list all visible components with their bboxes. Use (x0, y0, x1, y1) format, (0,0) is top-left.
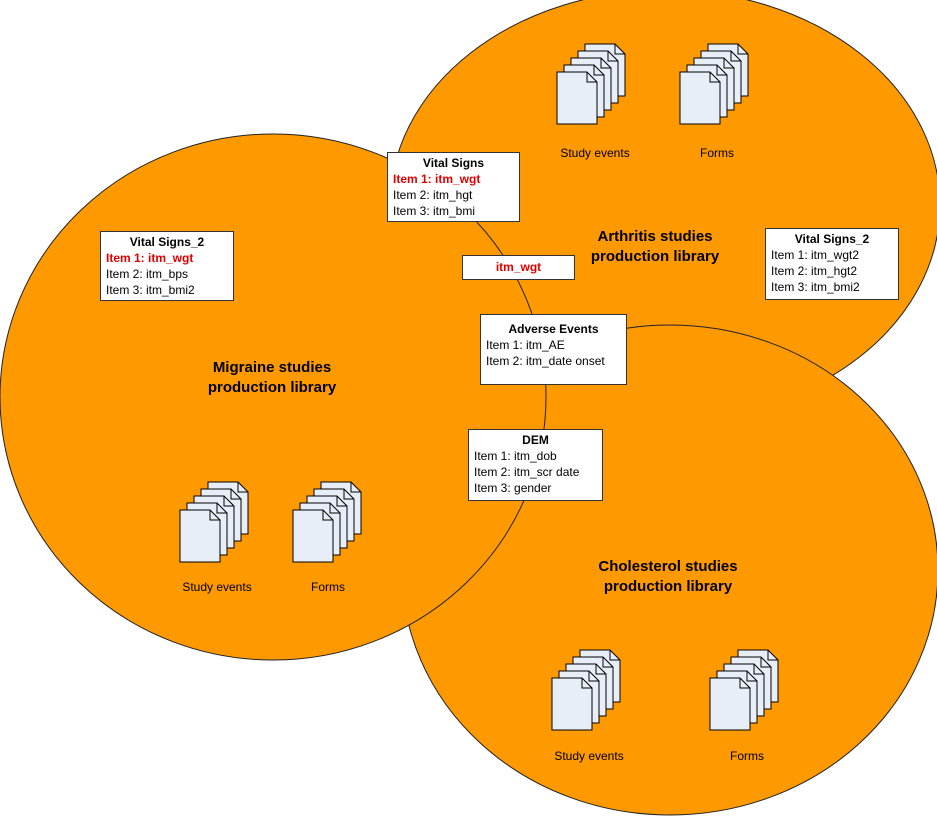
cholesterol-forms-label: Forms (730, 749, 764, 763)
migraine-study-events-label: Study events (182, 580, 252, 594)
form-title: Vital Signs_2 (129, 235, 205, 249)
form-item: Item 1: itm_wgt (106, 251, 194, 265)
form-title: Vital Signs_2 (794, 232, 870, 246)
vital-signs-2-migraine-form: Vital Signs_2 Item 1: itm_wgt Item 2: it… (100, 231, 234, 301)
form-item: Item 3: itm_bmi2 (771, 280, 860, 294)
adverse-events-form: Adverse Events Item 1: itm_AE Item 2: it… (480, 314, 627, 385)
form-item: Item 1: itm_wgt2 (771, 248, 860, 262)
arthritis-library-label-line1: Arthritis studies (597, 228, 713, 245)
form-item: Item 3: itm_bmi (393, 204, 476, 218)
form-item: Item 1: itm_wgt (393, 172, 481, 186)
arthritis-forms-label: Forms (700, 146, 734, 160)
form-item: Item 3: itm_bmi2 (106, 283, 195, 297)
form-item: Item 3: gender (474, 481, 552, 495)
arthritis-study-events-label: Study events (560, 146, 630, 160)
form-item: Item 2: itm_hgt2 (771, 264, 858, 278)
shared-item-label: itm_wgt (495, 260, 542, 274)
cholesterol-library-label-line2: production library (603, 578, 733, 595)
form-title: DEM (522, 433, 549, 447)
migraine-library-label: Migraine studies production library (172, 358, 372, 398)
cholesterol-library-label: Cholesterol studies production library (568, 557, 768, 597)
form-item: Item 2: itm_date onset (486, 354, 605, 368)
cholesterol-library-label-line1: Cholesterol studies (598, 558, 738, 575)
migraine-library-label-line1: Migraine studies (212, 359, 332, 376)
vital-signs-2-arthritis-form: Vital Signs_2 Item 1: itm_wgt2 Item 2: i… (765, 228, 899, 300)
form-item: Item 2: itm_hgt (393, 188, 473, 202)
form-item: Item 2: itm_scr date (474, 465, 580, 479)
migraine-library-label-line2: production library (207, 379, 337, 396)
shared-item-box: itm_wgt (462, 255, 575, 280)
migraine-forms-label: Forms (311, 580, 345, 594)
cholesterol-study-events-label: Study events (554, 749, 624, 763)
form-title: Adverse Events (508, 322, 599, 336)
form-item: Item 2: itm_bps (106, 267, 189, 281)
form-item: Item 1: itm_dob (474, 449, 557, 463)
form-item: Item 1: itm_AE (486, 338, 565, 352)
arthritis-library-label: Arthritis studies production library (555, 227, 755, 267)
arthritis-library-label-line2: production library (590, 248, 720, 265)
vital-signs-shared-form: Vital Signs Item 1: itm_wgt Item 2: itm_… (387, 152, 520, 222)
form-title: Vital Signs (422, 156, 485, 170)
dem-form: DEM Item 1: itm_dob Item 2: itm_scr date… (468, 429, 603, 501)
